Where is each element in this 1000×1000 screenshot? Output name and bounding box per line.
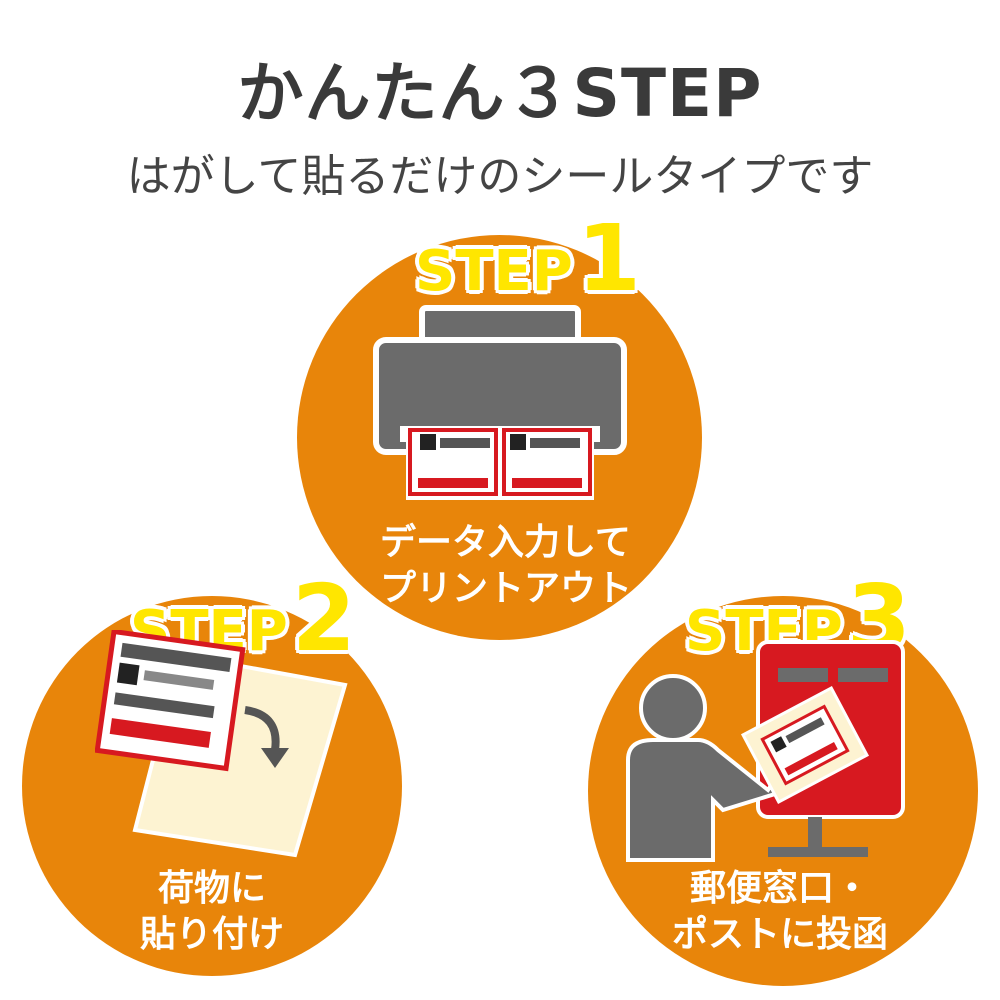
step-2-caption-line2: 貼り付け: [139, 914, 284, 955]
step-1-caption: データ入力して プリントアウト: [380, 520, 633, 612]
step-3-caption-line1: 郵便窓口・: [689, 868, 870, 909]
printer-icon: [373, 305, 627, 500]
step-1-caption-line1: データ入力して: [380, 522, 631, 563]
step-1-label: STEP1: [415, 205, 641, 312]
step-1-caption-line2: プリントアウト: [380, 568, 633, 609]
page-subtitle: はがして貼るだけのシールタイプです: [126, 151, 874, 202]
step-3-caption-line2: ポストに投函: [671, 914, 888, 955]
step-2-caption: 荷物に 貼り付け: [122, 866, 302, 958]
page-title: かんたん３STEP: [237, 55, 763, 132]
step-2-caption-line1: 荷物に: [157, 868, 266, 909]
sticker-on-package-icon: [95, 630, 348, 858]
step-1-word: STEP: [415, 239, 573, 304]
step-3-caption: 郵便窓口・ ポストに投函: [670, 866, 890, 958]
step-2-number: 2: [291, 565, 356, 672]
step-1-number: 1: [576, 205, 641, 312]
person-mailbox-icon: [626, 640, 905, 862]
